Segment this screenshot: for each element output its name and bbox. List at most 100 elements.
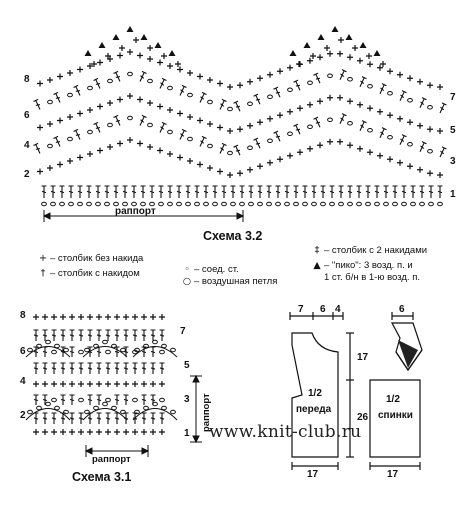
dc-symbol: [158, 185, 164, 198]
chain-symbol: [147, 78, 153, 84]
front-dim-width: 17: [307, 469, 319, 480]
dc-stroke: [159, 329, 165, 341]
dc-stroke: [253, 93, 261, 105]
chain-symbol: [307, 80, 313, 86]
dc-stroke: [139, 114, 147, 126]
sc-symbol: [117, 140, 123, 147]
dc-symbol: [257, 185, 263, 198]
legend-picot: ▲– "пико": 3 возд. п. и: [310, 260, 412, 271]
sc-symbol: [47, 121, 53, 127]
chain-symbol: [327, 73, 333, 79]
sc-symbol: [78, 314, 84, 320]
chain-symbol: [77, 201, 83, 207]
row-number: 7: [450, 92, 456, 103]
picot-symbol: [331, 26, 339, 32]
picot-symbol: [126, 26, 134, 32]
sc-symbol: [297, 149, 303, 156]
chain-symbol: [111, 343, 117, 349]
front-dim-top: 7: [298, 304, 304, 315]
dc-stroke: [311, 185, 317, 198]
dc-stroke: [69, 362, 75, 374]
dc-stroke: [78, 412, 84, 424]
dc-symbol: [122, 185, 128, 198]
chain-arch: [132, 346, 178, 358]
chain-symbol: [227, 106, 233, 112]
sc-symbol: [119, 45, 125, 51]
chain-symbol: [203, 201, 209, 207]
sc-symbol: [57, 161, 63, 168]
dc-symbol: [141, 362, 147, 374]
chain-symbol: [152, 339, 158, 345]
sc-symbol: [352, 45, 358, 51]
sc-symbol: [42, 429, 48, 435]
dc-symbol: [356, 185, 362, 198]
dc-stroke: [150, 412, 156, 424]
row-number: 6: [24, 110, 30, 121]
chain-symbol: [107, 78, 113, 84]
dc-stroke: [359, 120, 367, 131]
sc-symbol: [167, 151, 173, 157]
sc-symbol: [87, 429, 93, 435]
chain-symbol: [159, 397, 165, 403]
chain-symbol: [239, 201, 245, 207]
sc-symbol: [147, 144, 153, 150]
sc-symbol: [97, 147, 103, 154]
sc-symbol: [257, 119, 263, 126]
chain-symbol: [59, 201, 65, 207]
dc-symbol: [87, 329, 93, 341]
dc-symbol: [383, 185, 389, 198]
dc-symbol: [105, 412, 111, 424]
sc-symbol: [96, 314, 102, 320]
chain-symbol: [302, 201, 308, 207]
dc-stroke: [87, 329, 93, 341]
chain-symbol: [102, 401, 108, 407]
dc-symbol: [359, 76, 367, 87]
dc-stroke: [329, 185, 335, 198]
chain-symbol: [87, 85, 93, 91]
sc-symbol: [207, 121, 213, 127]
sc-symbol: [127, 93, 133, 99]
sc-symbol: [67, 158, 73, 164]
sc-symbol: [117, 52, 123, 59]
dc-stroke: [365, 185, 371, 198]
dc-stroke: [93, 121, 101, 133]
sc-symbol: [427, 170, 433, 177]
row-number: 5: [184, 360, 190, 371]
sc-symbol: [310, 53, 316, 59]
dc-symbol: [77, 185, 83, 198]
sc-symbol: [417, 166, 423, 173]
sc-symbol: [347, 142, 353, 149]
sc-symbol: [327, 138, 333, 145]
dc-symbol: [51, 329, 57, 341]
sc-symbol: [147, 56, 153, 62]
sc-symbol: [197, 73, 203, 80]
front-schematic: [289, 312, 354, 470]
sc-symbol: [296, 61, 302, 67]
sc-symbol: [77, 154, 83, 161]
sc-symbol: [117, 96, 123, 103]
sc-symbol: [147, 45, 153, 51]
dc-stroke: [42, 362, 48, 374]
dc-symbol: [150, 362, 156, 374]
chain-symbol: [132, 397, 138, 403]
dc-symbol: [401, 185, 407, 198]
sc-symbol: [380, 61, 386, 67]
dc-stroke: [410, 185, 416, 198]
dc-stroke: [428, 185, 434, 198]
chain-symbol: [247, 101, 253, 107]
dc-stroke: [132, 329, 138, 341]
dc-stroke: [158, 185, 164, 198]
dc-stroke: [419, 185, 425, 198]
dc-symbol: [78, 412, 84, 424]
dc-stroke: [51, 329, 57, 341]
dc-symbol: [374, 185, 380, 198]
dc-symbol: [392, 185, 398, 198]
chain-symbol: [257, 201, 263, 207]
chain-symbol: [152, 401, 158, 407]
sc-symbol: [287, 108, 293, 115]
sc-symbol: [397, 159, 403, 166]
picot-symbol: [168, 50, 176, 56]
sc-symbol: [105, 314, 111, 320]
dc-stroke: [96, 362, 102, 374]
